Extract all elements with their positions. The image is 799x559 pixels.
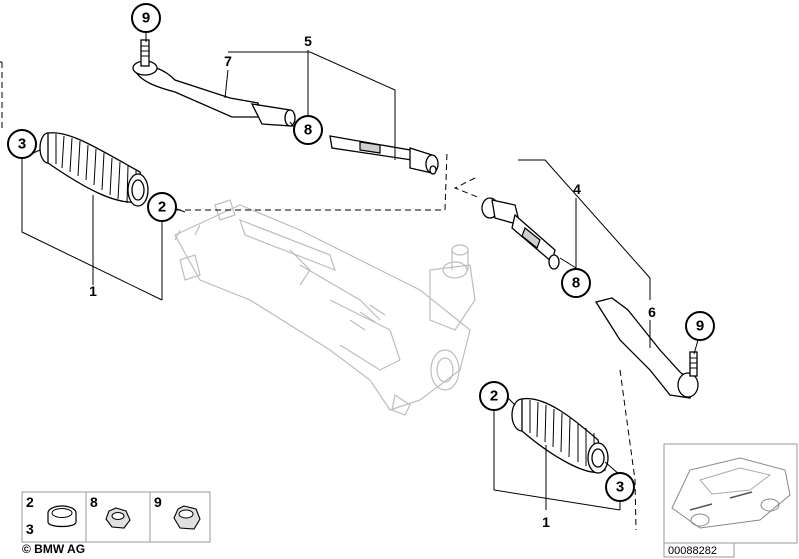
lower-bellows	[511, 397, 609, 474]
svg-text:3: 3	[616, 479, 624, 496]
callout-2-lower[interactable]: 2	[479, 381, 509, 411]
legend-label-9: 9	[154, 494, 162, 510]
left-bellows	[39, 132, 149, 207]
lock-nut-icon	[173, 505, 201, 530]
svg-text:8: 8	[304, 122, 312, 139]
svg-text:2: 2	[158, 199, 166, 216]
svg-text:8: 8	[572, 275, 580, 292]
label-6[interactable]: 6	[648, 304, 656, 320]
image-number: 00088282	[668, 545, 717, 557]
callout-2-left[interactable]: 2	[147, 192, 177, 222]
leader-lines	[21, 32, 699, 511]
upper-group-frame	[0, 61, 448, 211]
small-parts-legend: 2 3 8 9	[21, 491, 211, 543]
svg-text:9: 9	[696, 318, 704, 335]
callout-9-right[interactable]: 9	[685, 311, 715, 341]
label-7[interactable]: 7	[224, 53, 232, 69]
svg-text:3: 3	[18, 136, 26, 153]
label-1-left[interactable]: 1	[89, 283, 97, 299]
label-5[interactable]: 5	[304, 33, 312, 49]
right-group-frame	[453, 177, 637, 531]
label-4[interactable]: 4	[573, 181, 581, 197]
label-1-lower[interactable]: 1	[542, 514, 550, 530]
steering-gear-housing-ghost	[174, 199, 476, 416]
hex-nut-icon	[105, 507, 131, 529]
copyright-text: © BMW AG	[22, 542, 85, 556]
callout-8-upper[interactable]: 8	[293, 115, 323, 145]
legend-label-3: 3	[26, 521, 34, 537]
clamp-ring-icon	[47, 505, 77, 528]
callout-3-lower[interactable]: 3	[605, 472, 635, 502]
svg-text:9: 9	[142, 10, 150, 27]
callout-3-left[interactable]: 3	[7, 129, 37, 159]
legend-label-2: 2	[26, 494, 34, 510]
right-tie-rod-assembly	[481, 197, 699, 399]
callout-9-top[interactable]: 9	[131, 3, 161, 33]
callout-8-right[interactable]: 8	[561, 268, 591, 298]
vehicle-thumbnail	[663, 443, 798, 544]
legend-label-8: 8	[90, 494, 98, 510]
svg-text:2: 2	[490, 388, 498, 405]
upper-tie-rod-assembly	[132, 39, 439, 175]
